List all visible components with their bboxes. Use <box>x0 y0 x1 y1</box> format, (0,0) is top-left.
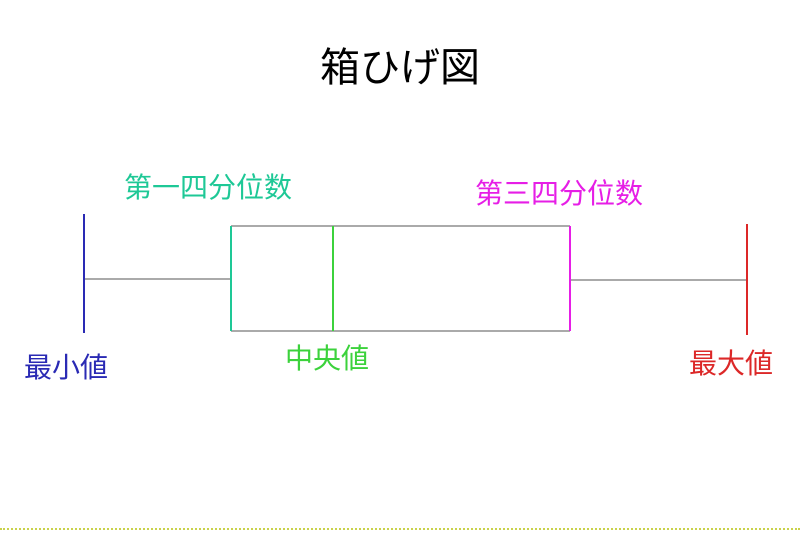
median-label: 中央値 <box>285 342 370 375</box>
min-label: 最小値 <box>24 351 109 384</box>
q3-label: 第三四分位数 <box>475 177 644 210</box>
diagram-title: 箱ひげ図 <box>320 45 480 91</box>
max-label: 最大値 <box>689 347 774 380</box>
bottom-dotted-border <box>0 528 800 530</box>
q1-label: 第一四分位数 <box>124 171 293 204</box>
